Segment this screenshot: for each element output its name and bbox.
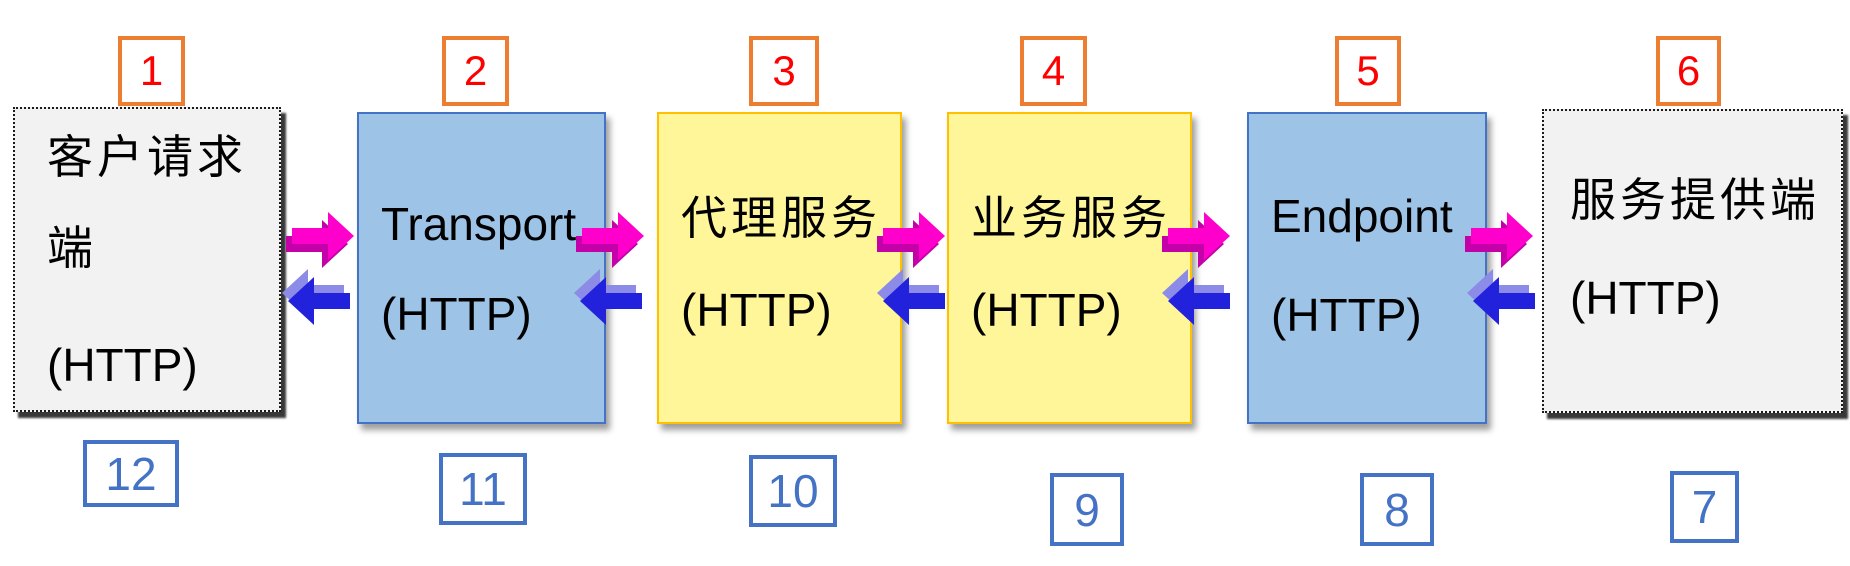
step-badge-4: 4 [1020,36,1087,106]
node-client-requester: 客户请求 端 (HTTP) [13,107,281,412]
node-label: 服务提供端 [1570,174,1820,226]
node-protocol: (HTTP) [47,339,198,391]
node-protocol: (HTTP) [1570,272,1721,324]
node-protocol: (HTTP) [381,288,532,340]
response-arrow-icon [574,269,642,325]
response-arrow-icon [1467,269,1535,325]
node-label: 客户请求 [47,131,247,183]
node-protocol: (HTTP) [1271,289,1422,341]
node-proxy-service: 代理服务 (HTTP) [657,112,902,424]
node-service-provider: 服务提供端 (HTTP) [1542,109,1843,413]
step-badge-8: 8 [1360,473,1434,546]
node-business-service: 业务服务 (HTTP) [947,112,1192,424]
response-arrow-icon [1162,269,1230,325]
step-badge-12: 12 [83,440,179,507]
node-protocol: (HTTP) [681,284,832,336]
node-label: 业务服务 [971,192,1171,244]
response-arrow-icon [282,269,350,325]
node-endpoint: Endpoint (HTTP) [1247,112,1487,424]
node-protocol: (HTTP) [971,284,1122,336]
step-badge-2: 2 [442,36,509,106]
step-badge-7: 7 [1670,471,1739,543]
step-badge-6: 6 [1656,36,1721,106]
node-label: 端 [47,222,93,274]
step-badge-9: 9 [1050,473,1124,546]
step-badge-10: 10 [749,455,837,527]
response-arrow-icon [877,269,945,325]
step-badge-1: 1 [118,36,185,106]
node-transport: Transport (HTTP) [357,112,606,424]
step-badge-3: 3 [749,36,819,106]
node-label: Transport [381,198,577,250]
node-label: 代理服务 [681,192,881,244]
step-badge-11: 11 [439,453,527,525]
step-badge-5: 5 [1335,36,1401,106]
node-label: Endpoint [1271,190,1453,242]
